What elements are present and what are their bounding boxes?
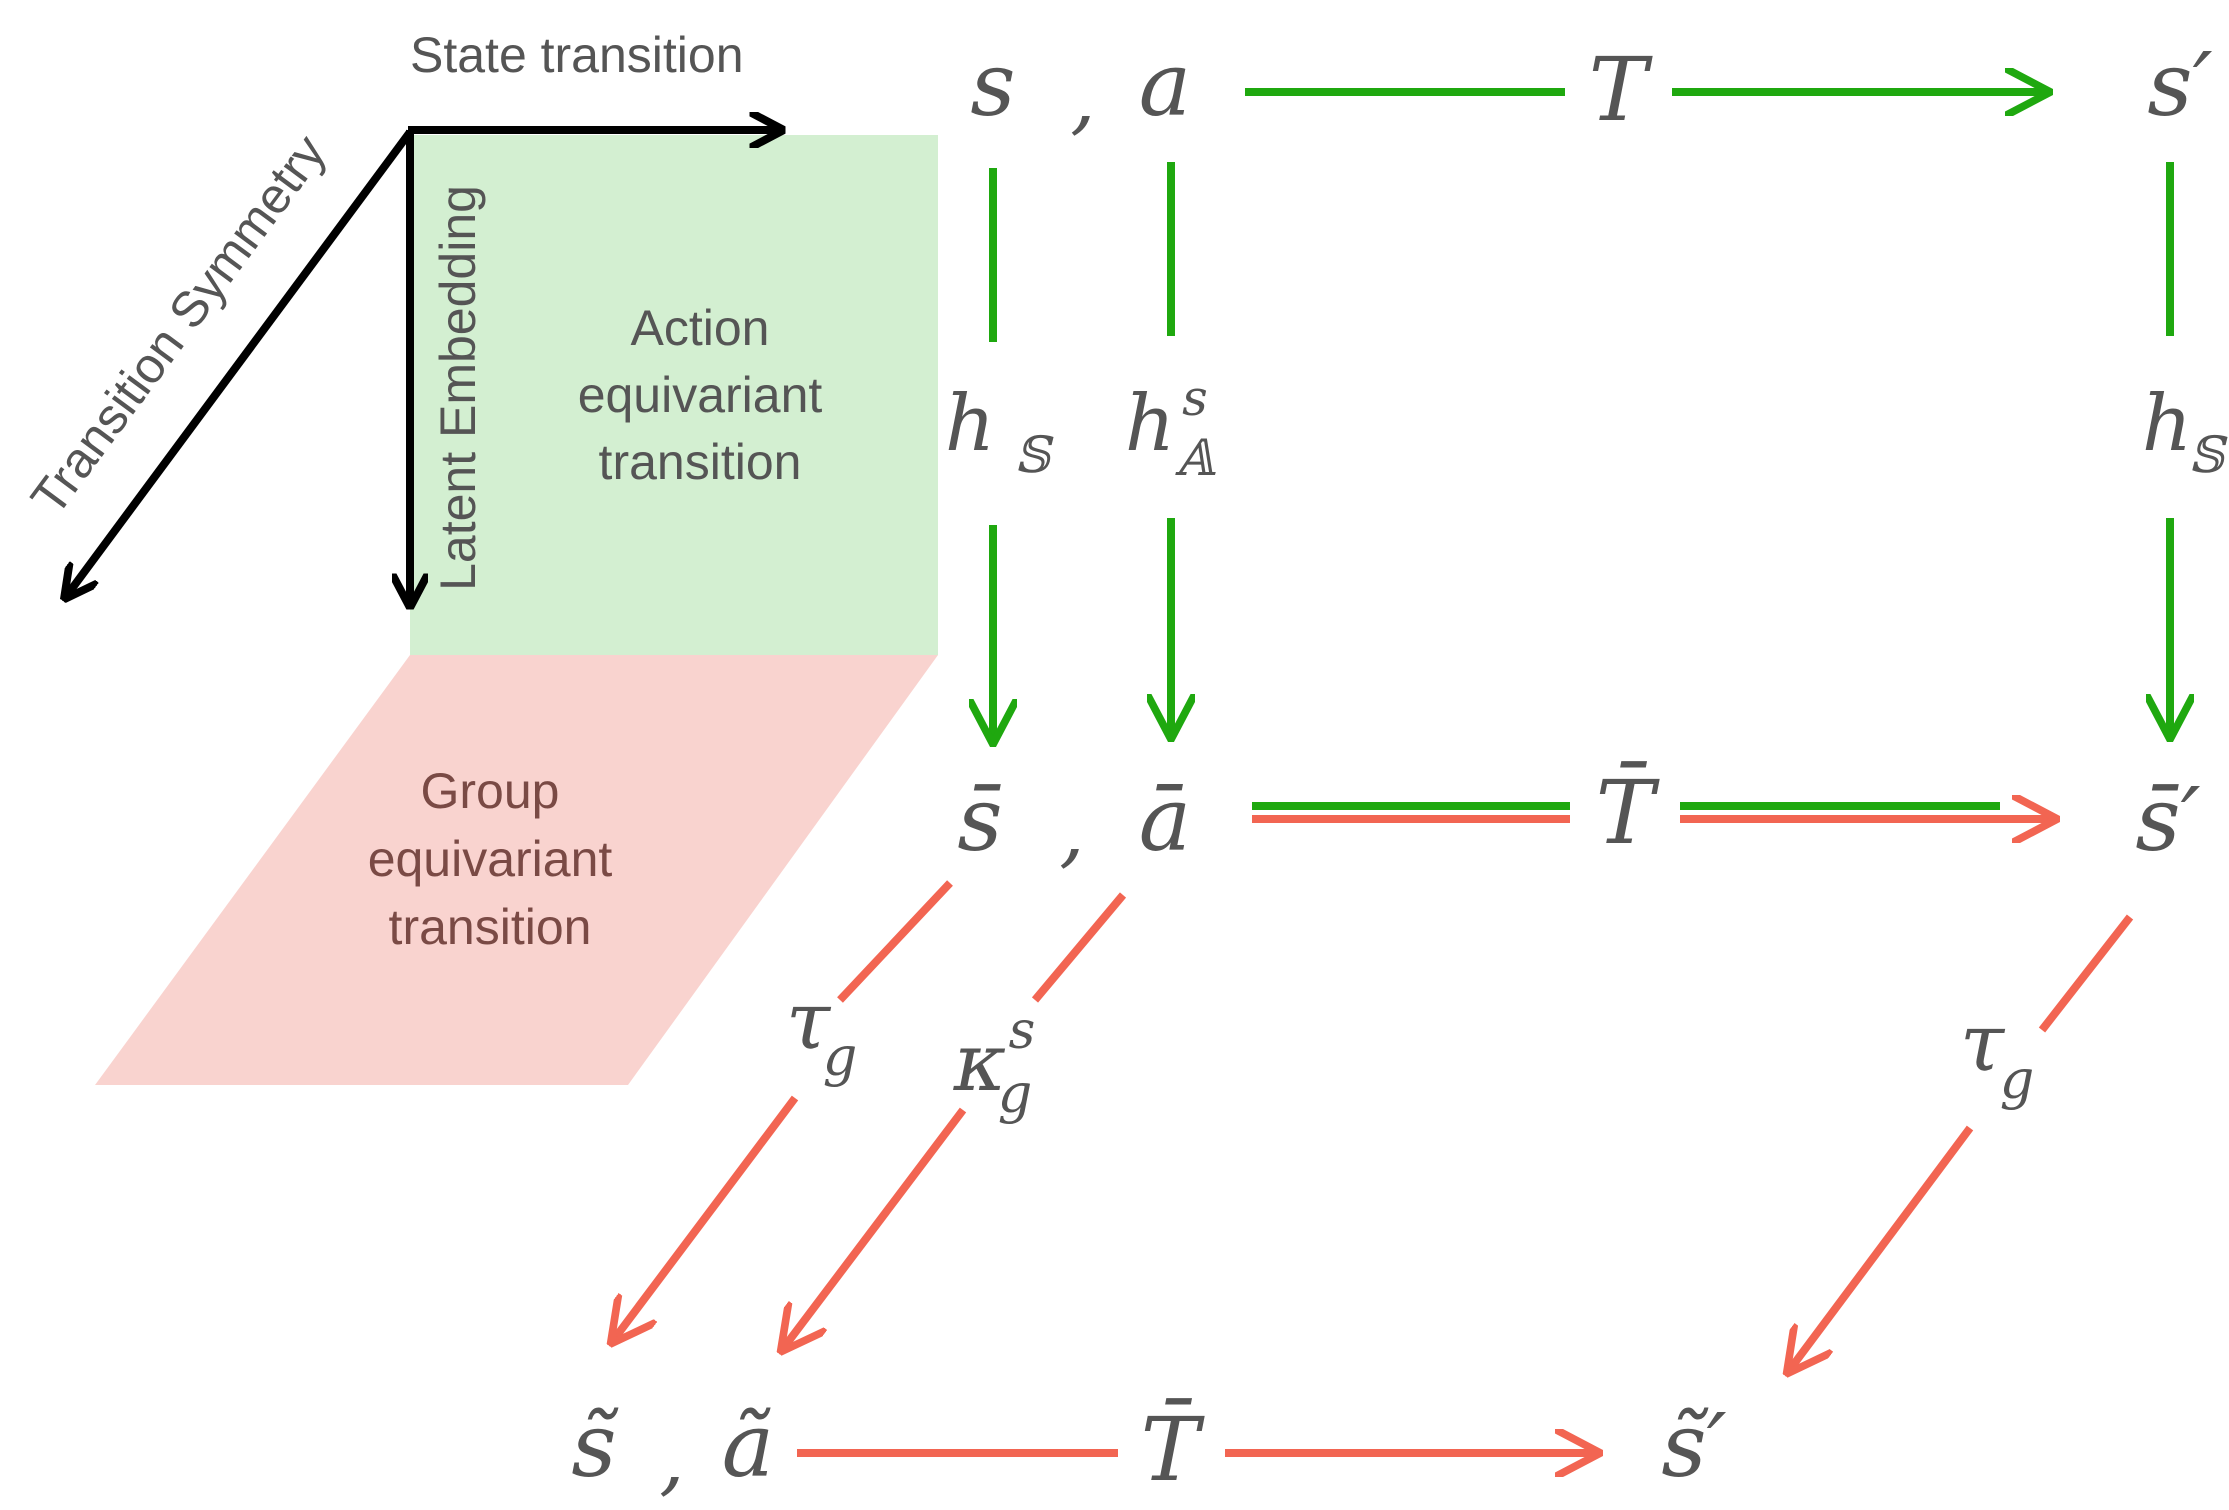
node-s-bar-prime: s̄′ [2135,768,2200,871]
svg-text:τ: τ [786,974,832,1067]
group-equivariant-box [95,655,938,1085]
latent-embedding-label: Latent Embedding [430,185,486,591]
action-box-label-line2: equivariant [578,367,823,423]
svg-text:g: g [823,1025,858,1088]
action-box-label-line1: Action [631,300,770,356]
node-s-bar-comma: , [1059,784,1084,877]
node-s-bar: s̄ [957,768,1002,871]
svg-text:g: g [2000,1048,2035,1111]
arrow-tau-left-bottom [612,1095,799,1342]
svg-text:s: s [1009,1001,1036,1061]
node-s-prime: s′ [2147,33,2212,136]
map-T-bar-bottom: T̄ [1141,1398,1206,1501]
arrow-kappa-top [1031,892,1127,1003]
svg-text:h: h [945,379,995,469]
group-box-label-line2: equivariant [368,831,613,887]
group-box-label-line1: Group [421,763,560,819]
transition-symmetry-label: Transition Symmetry [20,125,337,525]
svg-text:𝕊: 𝕊 [2188,426,2228,484]
map-T: T [1589,38,1654,141]
node-s-comma: , [1070,51,1095,144]
svg-text:h: h [2142,379,2192,469]
map-tau-left: τ g [786,974,857,1088]
group-box-label-line3: transition [389,899,592,955]
arrow-kappa-bottom [782,1107,967,1350]
node-a: a [1139,33,1191,136]
svg-text:κ: κ [953,1016,1006,1109]
arrow-tau-left-top [837,880,953,1003]
action-equivariant-box [410,135,938,655]
map-h-a: h s 𝔸 [1125,369,1217,487]
node-s-tilde: s̃ [571,1394,619,1497]
arrow-tau-right-bottom [1788,1125,1974,1372]
action-box-label-line3: transition [599,434,802,490]
map-T-bar: T̄ [1596,761,1661,864]
node-a-tilde: ã [722,1394,774,1497]
svg-text:s: s [1182,369,1208,427]
node-a-bar: ā [1139,768,1191,871]
svg-text:𝕊: 𝕊 [1014,426,1054,484]
svg-text:g: g [998,1062,1033,1125]
map-tau-right: τ g [1960,996,2034,1111]
map-kappa: κ s g [953,1001,1036,1125]
axis-transition-symmetry [65,129,414,598]
node-s-tilde-prime: s̃′ [1661,1394,1726,1497]
svg-text:τ: τ [1960,996,2006,1089]
arrow-tau-right-top [2038,914,2134,1033]
map-h-s-prime: h 𝕊 [2142,379,2228,484]
node-s: s [970,33,1015,136]
svg-text:h: h [1125,379,1175,469]
state-transition-label: State transition [410,27,744,83]
svg-text:𝔸: 𝔸 [1175,429,1217,487]
node-s-tilde-comma: , [659,1412,684,1505]
map-h-s: h 𝕊 [945,379,1054,484]
